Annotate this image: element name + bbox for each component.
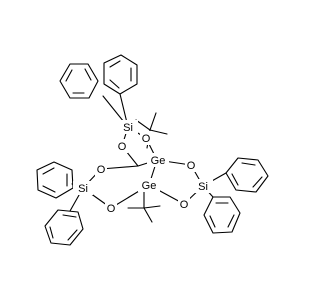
atom-o-right-lower: O: [178, 197, 190, 211]
svg-text:O: O: [97, 164, 106, 176]
ring-skeleton-bonds: [69, 93, 227, 212]
phenyl-ring-right-upper: [225, 157, 269, 193]
phenyl-ring-left-upper: [36, 161, 74, 199]
atom-si-top: Si: [118, 120, 138, 134]
svg-text:Si: Si: [123, 122, 133, 134]
atom-o-left-lower: O: [105, 201, 117, 215]
phenyl-ring-left-lower: [44, 209, 84, 246]
atom-si-left: Si: [73, 181, 93, 195]
svg-text:O: O: [107, 203, 116, 215]
atom-o-right-upper: O: [185, 158, 197, 172]
svg-text:O: O: [187, 160, 196, 172]
atom-o-left-upper: O: [95, 162, 107, 176]
tert-butyl-lower: [127, 190, 161, 223]
svg-text:Si: Si: [78, 183, 88, 195]
phenyl-ring-top-right: [103, 54, 138, 95]
svg-text:Si: Si: [198, 181, 208, 193]
svg-text:O: O: [142, 133, 151, 145]
phenyl-ring-top-left: [59, 63, 99, 99]
svg-text:O: O: [118, 141, 127, 153]
structure-diagram: Si O O Ge O Si O Ge O Si O: [36, 54, 269, 246]
atom-o-top-left: O: [116, 139, 128, 153]
atom-ge-right: Ge: [147, 153, 169, 167]
svg-text:Ge: Ge: [142, 180, 157, 192]
molecule-drawing: Si O O Ge O Si O Ge O Si O: [36, 54, 269, 246]
atom-ge-center: Ge: [138, 178, 160, 192]
atom-o-top-right: O: [140, 131, 152, 145]
atom-si-right: Si: [193, 179, 213, 193]
svg-text:O: O: [180, 199, 189, 211]
svg-text:Ge: Ge: [151, 155, 166, 167]
phenyl-ring-right-lower: [203, 196, 241, 234]
